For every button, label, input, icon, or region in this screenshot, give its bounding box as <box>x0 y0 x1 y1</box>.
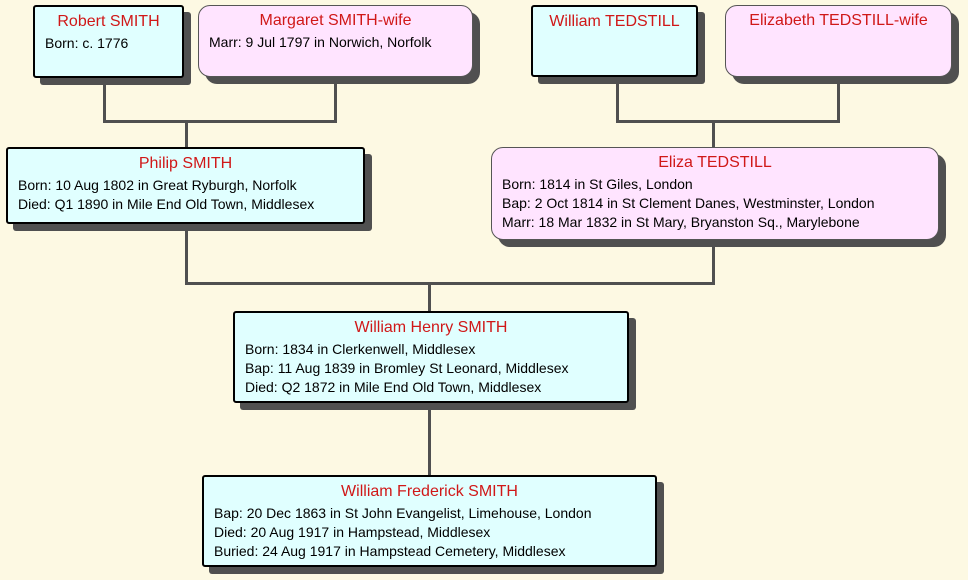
person-detail: Marr: 18 Mar 1832 in St Mary, Bryanston … <box>502 214 860 230</box>
person-margaret-smith[interactable]: Margaret SMITH-wife Marr: 9 Jul 1797 in … <box>198 5 473 77</box>
person-william-tedstill[interactable]: William TEDSTILL <box>531 5 698 77</box>
person-william-frederick-smith[interactable]: William Frederick SMITH Bap: 20 Dec 1863… <box>202 475 657 567</box>
person-name: Eliza TEDSTILL <box>658 154 772 171</box>
person-detail: Bap: 2 Oct 1814 in St Clement Danes, Wes… <box>502 195 875 211</box>
person-robert-smith[interactable]: Robert SMITH Born: c. 1776 <box>33 5 184 78</box>
person-detail: Born: 1814 in St Giles, London <box>502 176 693 192</box>
person-name: Elizabeth TEDSTILL-wife <box>749 12 928 29</box>
connector <box>837 77 840 123</box>
person-philip-smith[interactable]: Philip SMITH Born: 10 Aug 1802 in Great … <box>6 147 365 224</box>
person-detail: Bap: 11 Aug 1839 in Bromley St Leonard, … <box>245 360 569 376</box>
connector <box>428 403 431 476</box>
connector <box>616 77 619 123</box>
person-detail: Died: Q2 1872 in Mile End Old Town, Midd… <box>245 379 542 395</box>
person-elizabeth-tedstill[interactable]: Elizabeth TEDSTILL-wife <box>725 5 952 77</box>
connector <box>103 78 106 123</box>
connector <box>712 240 715 285</box>
person-detail: Born: 10 Aug 1802 in Great Ryburgh, Norf… <box>18 177 297 193</box>
person-detail: Died: Q1 1890 in Mile End Old Town, Midd… <box>18 196 315 212</box>
person-detail: Bap: 20 Dec 1863 in St John Evangelist, … <box>214 505 592 521</box>
connector <box>428 282 431 312</box>
person-detail: Born: 1834 in Clerkenwell, Middlesex <box>245 341 476 357</box>
person-name: William TEDSTILL <box>549 13 680 30</box>
connector <box>103 120 337 123</box>
person-name: Margaret SMITH-wife <box>259 12 412 29</box>
person-eliza-tedstill[interactable]: Eliza TEDSTILL Born: 1814 in St Giles, L… <box>491 147 939 240</box>
connector <box>185 224 188 285</box>
person-detail: Died: 20 Aug 1917 in Hampstead, Middlese… <box>214 524 491 540</box>
connector <box>616 120 840 123</box>
person-name: William Frederick SMITH <box>341 483 518 500</box>
person-detail: Buried: 24 Aug 1917 in Hampstead Cemeter… <box>214 543 566 559</box>
person-detail: Marr: 9 Jul 1797 in Norwich, Norfolk <box>209 34 432 50</box>
person-william-henry-smith[interactable]: William Henry SMITH Born: 1834 in Clerke… <box>233 311 629 403</box>
person-detail: Born: c. 1776 <box>45 35 129 51</box>
connector <box>185 120 188 148</box>
connector <box>185 282 715 285</box>
person-name: William Henry SMITH <box>354 319 508 336</box>
person-name: Robert SMITH <box>57 13 160 30</box>
person-name: Philip SMITH <box>138 155 233 172</box>
connector <box>334 77 337 123</box>
connector <box>712 120 715 148</box>
